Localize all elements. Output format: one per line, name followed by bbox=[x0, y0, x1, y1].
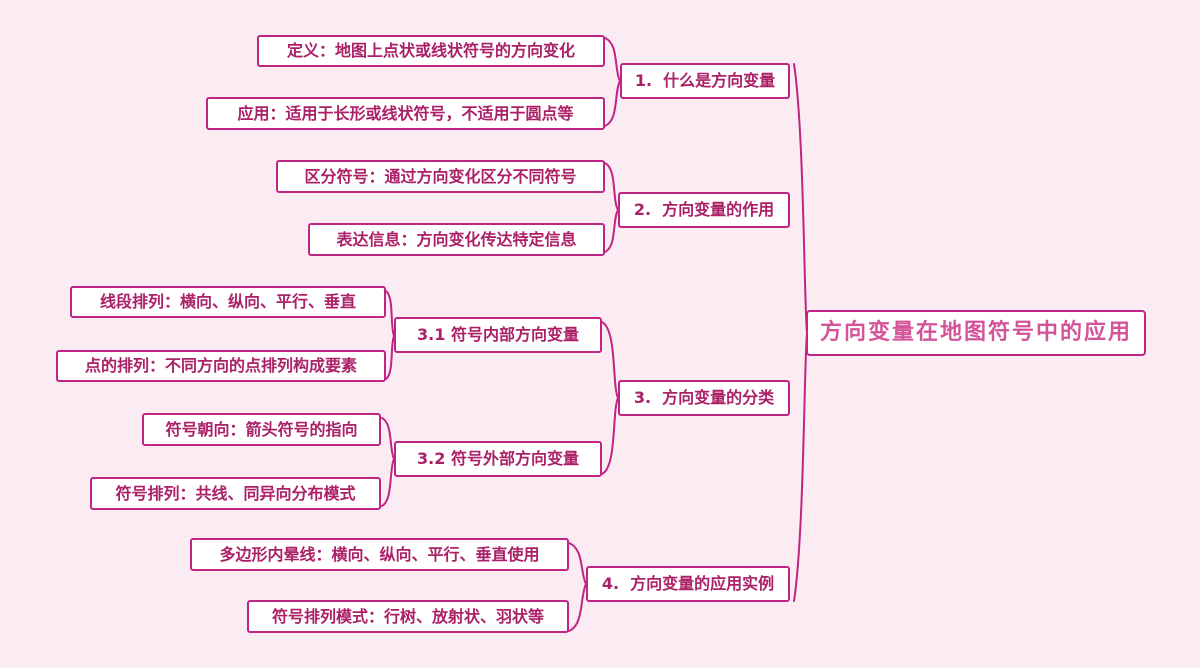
branch-1-brace bbox=[604, 37, 621, 127]
sub-branch-3-2-brace bbox=[381, 417, 395, 507]
sub-branch-node-3-2[interactable]: 3.2 符号外部方向变量 bbox=[394, 441, 602, 477]
leaf-node-3-1-2[interactable]: 点的排列：不同方向的点排列构成要素 bbox=[56, 350, 386, 382]
sub-branch-node-3-1-label: 3.1 符号内部方向变量 bbox=[417, 325, 579, 344]
leaf-node-1-1[interactable]: 定义：地图上点状或线状符号的方向变化 bbox=[257, 35, 605, 67]
leaf-node-3-1-1[interactable]: 线段排列：横向、纵向、平行、垂直 bbox=[70, 286, 386, 318]
leaf-node-3-2-2[interactable]: 符号排列：共线、同异向分布模式 bbox=[90, 477, 381, 510]
branch-node-3-label: 3. 方向变量的分类 bbox=[633, 388, 775, 407]
leaf-node-4-1-label: 多边形内晕线：横向、纵向、平行、垂直使用 bbox=[219, 544, 540, 564]
sub-branch-node-3-2-label: 3.2 符号外部方向变量 bbox=[417, 449, 579, 468]
sub-branch-node-3-1[interactable]: 3.1 符号内部方向变量 bbox=[394, 317, 602, 353]
root-node-label: 方向变量在地图符号中的应用 bbox=[819, 320, 1132, 345]
leaf-node-4-1[interactable]: 多边形内晕线：横向、纵向、平行、垂直使用 bbox=[190, 538, 569, 571]
branch-node-2[interactable]: 2. 方向变量的作用 bbox=[618, 192, 790, 228]
leaf-node-2-1[interactable]: 区分符号：通过方向变化区分不同符号 bbox=[276, 160, 605, 193]
leaf-node-3-2-1-label: 符号朝向：箭头符号的指向 bbox=[165, 419, 358, 439]
branch-node-1[interactable]: 1. 什么是方向变量 bbox=[620, 63, 790, 99]
leaf-node-2-2[interactable]: 表达信息：方向变化传达特定信息 bbox=[308, 223, 605, 256]
leaf-node-4-2-label: 符号排列模式：行树、放射状、羽状等 bbox=[271, 606, 544, 626]
leaf-node-1-2-label: 应用：适用于长形或线状符号，不适用于圆点等 bbox=[237, 103, 574, 123]
leaf-node-1-2[interactable]: 应用：适用于长形或线状符号，不适用于圆点等 bbox=[206, 97, 605, 130]
leaf-node-3-1-2-label: 点的排列：不同方向的点排列构成要素 bbox=[84, 356, 357, 375]
branch-4-brace bbox=[568, 542, 587, 632]
sub-branch-3-1-brace bbox=[385, 290, 395, 380]
leaf-node-2-2-label: 表达信息：方向变化传达特定信息 bbox=[336, 229, 577, 249]
leaf-node-1-1-label: 定义：地图上点状或线状符号的方向变化 bbox=[286, 41, 575, 60]
branch-node-3[interactable]: 3. 方向变量的分类 bbox=[618, 380, 790, 416]
branch-node-4-label: 4. 方向变量的应用实例 bbox=[601, 574, 775, 593]
branch-3-brace bbox=[601, 321, 619, 475]
leaf-node-3-2-2-label: 符号排列：共线、同异向分布模式 bbox=[115, 483, 356, 503]
leaf-node-3-2-1[interactable]: 符号朝向：箭头符号的指向 bbox=[142, 413, 381, 446]
leaf-node-4-2[interactable]: 符号排列模式：行树、放射状、羽状等 bbox=[247, 600, 569, 633]
branch-node-1-label: 1. 什么是方向变量 bbox=[634, 71, 776, 90]
branch-2-brace bbox=[604, 162, 619, 253]
root-node[interactable]: 方向变量在地图符号中的应用 bbox=[806, 310, 1146, 356]
leaf-node-2-1-label: 区分符号：通过方向变化区分不同符号 bbox=[304, 166, 577, 186]
branch-node-4[interactable]: 4. 方向变量的应用实例 bbox=[586, 566, 790, 602]
branch-node-2-label: 2. 方向变量的作用 bbox=[633, 200, 775, 219]
leaf-node-3-1-1-label: 线段排列：横向、纵向、平行、垂直 bbox=[99, 292, 356, 311]
